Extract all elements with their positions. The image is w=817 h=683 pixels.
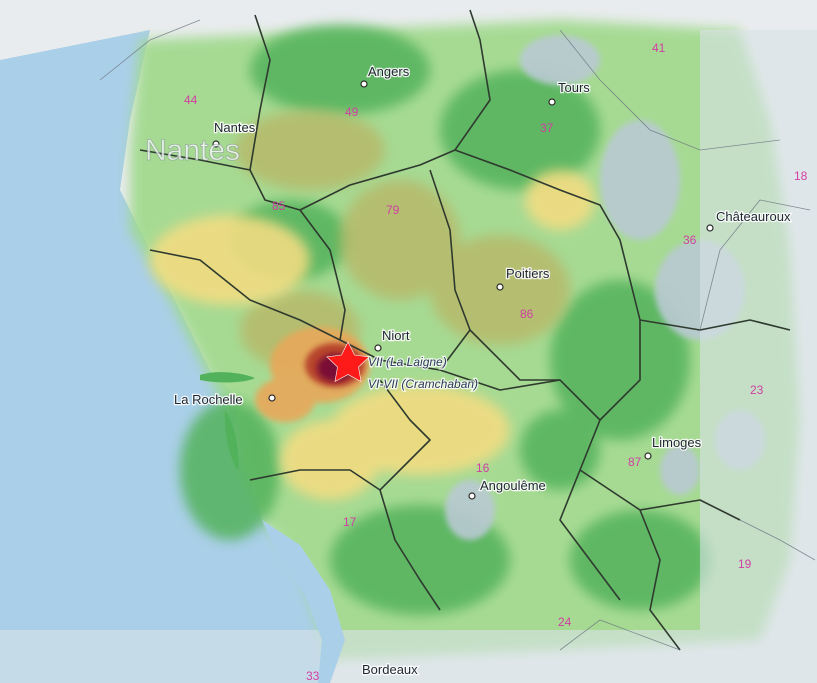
city-markers bbox=[212, 80, 714, 500]
secondary-boundaries bbox=[99, 19, 816, 651]
department-label: 85 bbox=[272, 199, 286, 213]
department-label: 87 bbox=[628, 455, 642, 469]
department-label: 37 bbox=[540, 121, 554, 135]
city-label-chateauroux: Châteauroux bbox=[716, 209, 791, 224]
city-label-nantes: Nantes bbox=[214, 120, 256, 135]
department-label: 49 bbox=[345, 105, 359, 119]
city-labels: Angers Tours Nantes Châteauroux Poitiers… bbox=[173, 63, 792, 679]
department-boundaries bbox=[139, 9, 791, 651]
epicenter-label-laigne: VII (La Laigne) bbox=[368, 355, 447, 369]
department-label: 23 bbox=[750, 383, 764, 397]
department-labels: 44 49 37 41 18 85 79 86 36 87 23 16 17 1… bbox=[184, 41, 808, 683]
gironde-estuary bbox=[262, 520, 345, 683]
department-label: 17 bbox=[343, 515, 357, 529]
ile-d-oleron bbox=[224, 410, 239, 470]
epicenter-label-cramchaban: VI-VII (Cramchaban) bbox=[368, 377, 478, 391]
department-label: 44 bbox=[184, 93, 198, 107]
department-label: 86 bbox=[520, 307, 534, 321]
epicenter-labels: VII (La Laigne) VI-VII (Cramchaban) bbox=[367, 354, 480, 393]
department-label: 36 bbox=[683, 233, 697, 247]
department-label: 16 bbox=[476, 461, 490, 475]
city-label-angouleme: Angoulême bbox=[480, 478, 546, 493]
city-label-la-rochelle: La Rochelle bbox=[174, 392, 243, 407]
department-label: 33 bbox=[306, 669, 320, 683]
city-label-limoges: Limoges bbox=[652, 435, 702, 450]
department-label: 18 bbox=[794, 169, 808, 183]
city-label-niort: Niort bbox=[382, 328, 410, 343]
city-label-bordeaux: Bordeaux bbox=[362, 662, 418, 677]
department-label: 41 bbox=[652, 41, 666, 55]
city-label-angers: Angers bbox=[368, 64, 410, 79]
department-label: 24 bbox=[558, 615, 572, 629]
region-label-nantes: Nantes bbox=[145, 134, 240, 167]
department-label: 79 bbox=[386, 203, 400, 217]
ile-de-re bbox=[200, 372, 255, 383]
department-label: 19 bbox=[738, 557, 752, 571]
star-icon[interactable] bbox=[326, 341, 370, 383]
city-label-poitiers: Poitiers bbox=[506, 266, 550, 281]
city-label-tours: Tours bbox=[558, 80, 590, 95]
